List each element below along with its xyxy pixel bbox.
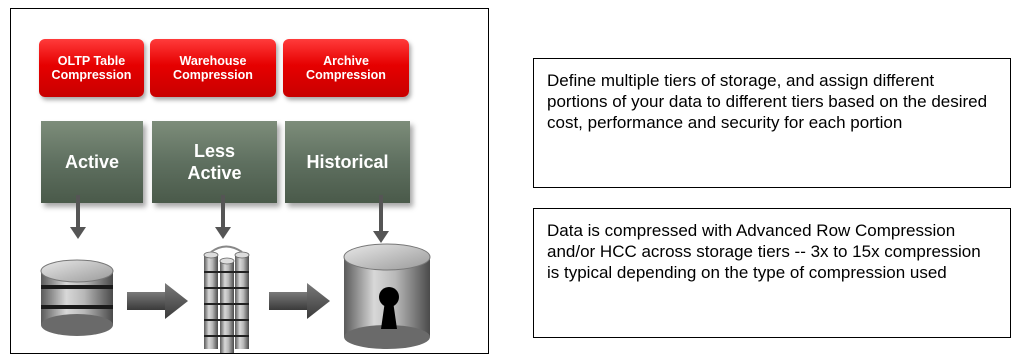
warehouse-compression-label: Warehouse Compression [173, 54, 253, 82]
warehouse-compression-box: Warehouse Compression [150, 39, 276, 97]
active-tier-box: Active [41, 121, 143, 203]
compression-description-box: Data is compressed with Advanced Row Com… [533, 208, 1011, 338]
historical-tier-label: Historical [306, 152, 389, 172]
disk-stack-icon [40, 259, 114, 336]
raid-array-icon [203, 245, 250, 353]
storage-graphics [40, 195, 431, 353]
compression-description-text: Data is compressed with Advanced Row Com… [547, 221, 981, 282]
archive-compression-box: Archive Compression [283, 39, 409, 97]
tiering-description-text: Define multiple tiers of storage, and as… [547, 71, 988, 132]
down-arrow-icon [70, 195, 86, 239]
secure-archive-icon [343, 243, 431, 349]
less-active-tier-box: Less Active [152, 121, 277, 203]
down-arrow-icon [373, 195, 389, 243]
storage-tier-diagram: OLTP Table Compression Warehouse Compres… [10, 8, 489, 354]
active-tier-label: Active [64, 152, 120, 172]
archive-compression-label: Archive Compression [306, 54, 386, 82]
historical-tier-box: Historical [285, 121, 410, 203]
down-arrow-icon [215, 195, 231, 239]
keyhole-icon [379, 287, 399, 329]
right-arrow-icon [269, 283, 330, 319]
oltp-compression-box: OLTP Table Compression [39, 39, 144, 97]
less-active-tier-label: Less Active [187, 141, 242, 183]
right-arrow-icon [127, 283, 188, 319]
tiering-description-box: Define multiple tiers of storage, and as… [533, 58, 1011, 188]
oltp-compression-label: OLTP Table Compression [51, 54, 132, 82]
